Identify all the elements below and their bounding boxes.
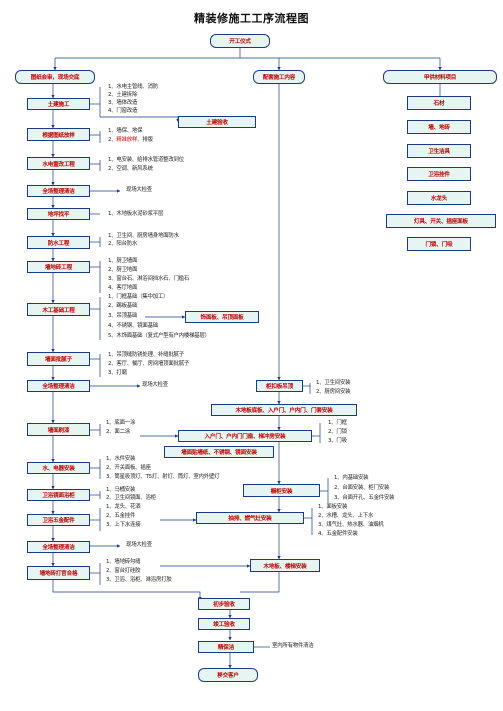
material-item-bath-fittings: 卫浴挂件 bbox=[407, 167, 471, 181]
pre-acceptance-node: 初步验收 bbox=[198, 598, 250, 610]
material-item-tile: 墙、地砖 bbox=[407, 120, 471, 134]
plumbing-note-2: 2、开关面板、插座 bbox=[106, 465, 151, 471]
civil-note-2: 2、土建拆除 bbox=[108, 92, 138, 98]
cabinet-install-node: 橱柜安装 bbox=[243, 484, 320, 497]
putty-note-2: 2、客厅、餐厅、房间墙顶面批腻子 bbox=[108, 361, 190, 367]
waterproof-node: 防水工程 bbox=[27, 236, 90, 249]
bath-hardware-note-3: 3、上下水连接 bbox=[106, 522, 141, 528]
paint-note-2: 2、面二涂 bbox=[106, 429, 130, 435]
cleanup-note-1: 现场大检查 bbox=[126, 187, 152, 193]
plumbing-note-1: 1、水件安装 bbox=[106, 456, 136, 462]
wood-doors-node: 木地板底板、入户门、户内门、门套安装 bbox=[211, 404, 357, 416]
carpentry-node: 木工基础工程 bbox=[27, 303, 90, 316]
cleanup-note-3: 现场大检查 bbox=[126, 542, 152, 548]
material-item-sanitary: 卫生洁具 bbox=[407, 144, 471, 158]
door-note-1: 1、门框 bbox=[328, 420, 347, 426]
mep-note-2: 2、空调、新风系统 bbox=[108, 166, 153, 172]
screed-node: 地坪找平 bbox=[27, 208, 90, 220]
screed-note: 1、木地板水泥砂浆平层 bbox=[108, 211, 164, 217]
drawing-review-node: 图纸会审，现场交底 bbox=[15, 70, 95, 84]
waterproof-note-2: 2、阳台防水 bbox=[108, 241, 138, 247]
bath-mirror-node: 卫浴镜面浴柜 bbox=[27, 489, 90, 501]
layout-note-2-highlight: 精准放样 bbox=[116, 137, 138, 143]
cleanup-node-2: 全场整理清洁 bbox=[27, 380, 90, 392]
diagram-title: 精装修施工工序流程图 bbox=[194, 12, 309, 25]
supplied-materials-node: 甲供材料项目 bbox=[383, 70, 497, 84]
tile-note-3: 3、窗台石、淋浴间挡水石、门槛石 bbox=[108, 276, 190, 282]
door-note-2: 2、门锁 bbox=[328, 429, 347, 435]
plumbing-node: 水、电器安装 bbox=[27, 462, 90, 474]
cabinet-board-note-2: 2、厨房间安装 bbox=[316, 389, 351, 395]
bath-hardware-note-1: 1、龙头、花洒 bbox=[106, 504, 141, 510]
bath-mirror-note-1: 1、马桶安装 bbox=[106, 487, 136, 493]
door-note-3: 3、门吸 bbox=[328, 438, 347, 444]
material-item-locks: 门锁、门吸 bbox=[407, 237, 471, 251]
bath-mirror-note-2: 2、卫生间镜面、浴柜 bbox=[106, 495, 156, 501]
door-install-node: 入户门、户内门门扇、梯冲房安装 bbox=[178, 430, 312, 442]
putty-note-3: 3、打磨 bbox=[108, 370, 127, 376]
handover-node: 移交客户 bbox=[198, 668, 258, 682]
plumbing-note-3: 3、筒星吸顶灯、T5灯、射灯、筒灯、室内外壁灯 bbox=[106, 474, 220, 480]
civil-acceptance-node: 土建验收 bbox=[178, 116, 256, 128]
carpentry-note-1: 1、门框基础（集中加工） bbox=[108, 294, 169, 300]
carpentry-note-4: 4、不锈钢、镜面基础 bbox=[108, 323, 158, 329]
floor-protect-note-2: 2、窗台打硅胶 bbox=[106, 568, 141, 574]
cabinet-install-note-1: 1、内基础安装 bbox=[334, 475, 369, 481]
carpentry-note-3: 3、吊顶基础 bbox=[108, 313, 138, 319]
final-acceptance-node: 竣工验收 bbox=[198, 618, 250, 630]
wallpaper-node: 墙面贴墙纸、不锈钢、镜面安装 bbox=[164, 446, 274, 458]
tile-note-4: 4、客厅地面 bbox=[108, 285, 138, 291]
tile-note-1: 1、厨卫墙面 bbox=[108, 258, 138, 264]
layout-note-2-suffix: 、排版 bbox=[137, 137, 153, 143]
cleanup-node-3: 全场整理清洁 bbox=[27, 541, 90, 553]
tile-note-2: 2、厨卫地面 bbox=[108, 267, 138, 273]
start-node: 开工仪式 bbox=[210, 34, 270, 48]
paint-node: 墙面刷漆 bbox=[27, 423, 90, 436]
putty-note-1: 1、吊顶缝防锈处理、补缝批腻子 bbox=[108, 352, 184, 358]
waterproof-note-1: 1、卫生间、厨房墙身地面防水 bbox=[108, 233, 179, 239]
civil-note-3: 3、墙体改造 bbox=[108, 100, 138, 106]
hood-note-2: 2、水槽、龙头、上下水 bbox=[318, 513, 374, 519]
cleanup-note-2: 现场大检查 bbox=[142, 382, 168, 388]
cleaning-node: 精保洁 bbox=[198, 641, 254, 653]
hood-note-1: 1、面板安装 bbox=[318, 504, 348, 510]
supporting-works-node: 配套施工内容 bbox=[253, 70, 305, 84]
mep-note-1: 1、电安装、给排水管道整改到位 bbox=[108, 157, 184, 163]
tile-node: 墙地砖工程 bbox=[27, 261, 90, 273]
cleaning-note: 室内所有物件清洁 bbox=[272, 643, 314, 649]
bath-hardware-node: 卫浴五金配件 bbox=[27, 514, 90, 526]
cabinet-board-note-1: 1、卫生间安装 bbox=[316, 380, 351, 386]
material-item-faucet: 水龙头 bbox=[407, 191, 471, 205]
cabinet-install-note-2: 2、台面安装、柜门安装 bbox=[334, 485, 390, 491]
civil-note-1: 1、水电主管线、消防 bbox=[108, 84, 158, 90]
hood-note-4: 4、五金配件安装 bbox=[318, 531, 358, 537]
material-item-stone: 石材 bbox=[407, 96, 471, 110]
layout-note-2-prefix: 2、 bbox=[108, 137, 117, 143]
mep-node: 水电暨改工程 bbox=[27, 157, 90, 170]
cleanup-node-1: 全场整理清洁 bbox=[27, 185, 90, 197]
hood-node: 抽排、燃气灶安装 bbox=[196, 512, 304, 524]
paint-note-1: 1、底面一涂 bbox=[106, 420, 136, 426]
cabinet-board-node: 柜扣板吊顶 bbox=[256, 380, 303, 392]
hood-note-3: 3、煤气灶、热水器、油烟机 bbox=[318, 522, 384, 528]
layout-note-1: 1、墙保、地保 bbox=[108, 128, 143, 134]
finish-panel-node: 饰面板、吊顶面板 bbox=[185, 311, 259, 323]
floor-protect-note-1: 1、墙地砖勾缝 bbox=[106, 559, 141, 565]
floor-protect-node: 墙地砖打官合格 bbox=[27, 566, 90, 580]
layout-note-2: 2、精准放样、排版 bbox=[108, 137, 153, 144]
bath-hardware-note-2: 2、五金挂件 bbox=[106, 513, 136, 519]
carpentry-note-2: 2、踢板基础 bbox=[108, 303, 138, 309]
material-item-lighting: 灯具、开关、插座面板 bbox=[386, 214, 496, 228]
carpentry-note-5: 5、木饰面基础（复式户型有户内楼梯基层） bbox=[108, 333, 210, 339]
civil-works-node: 土建施工 bbox=[27, 98, 90, 110]
layout-node: 根据图纸放样 bbox=[27, 128, 90, 141]
cabinet-install-note-3: 3、台面开孔、五金件安装 bbox=[334, 495, 395, 501]
civil-note-4: 4、门窗改造 bbox=[108, 108, 138, 114]
putty-node: 墙面批腻子 bbox=[27, 352, 90, 366]
floor-protect-note-3: 3、卫浴、浴柜、淋浴房打胶 bbox=[106, 577, 172, 583]
floor-install-node: 木地板、楼梯安装 bbox=[250, 559, 320, 572]
